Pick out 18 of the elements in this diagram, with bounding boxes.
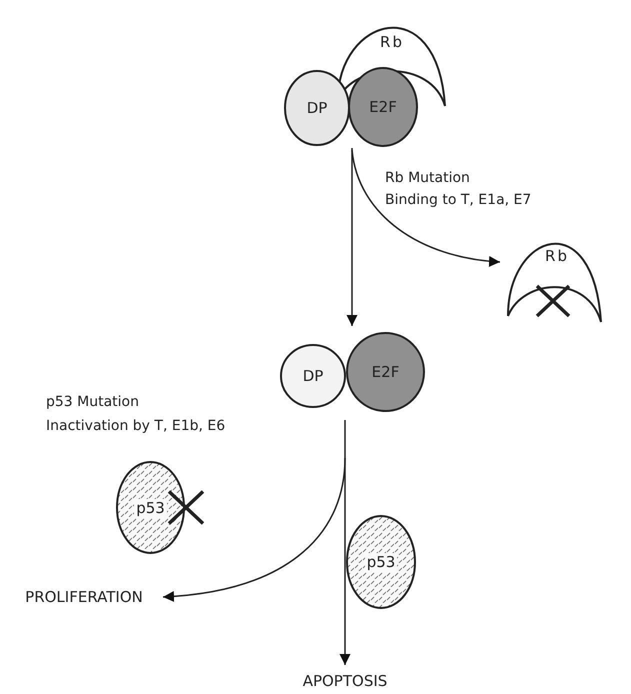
- protein-label: E2F: [368, 98, 398, 116]
- arrow: [340, 420, 350, 665]
- annotation-text: Inactivation by T, E1b, E6: [46, 417, 226, 436]
- protein-label: DP: [306, 99, 328, 117]
- annotation-text: p53 Mutation: [46, 393, 139, 412]
- annotation-text: Rb Mutation: [385, 169, 470, 188]
- protein-label: E2F: [370, 363, 400, 381]
- protein-label: Rb: [379, 33, 405, 51]
- arrow: [162, 458, 346, 602]
- protein-label: p53: [364, 553, 398, 571]
- protein-label: p53: [134, 498, 167, 516]
- arrow: [351, 150, 500, 266]
- outcome-label: PROLIFERATION: [24, 588, 144, 606]
- arrow: [346, 148, 358, 326]
- annotation-text: Binding to T, E1a, E7: [385, 191, 532, 210]
- protein-label: DP: [302, 367, 324, 385]
- protein-label: Rb: [544, 247, 570, 265]
- outcome-label: APOPTOSIS: [302, 672, 388, 690]
